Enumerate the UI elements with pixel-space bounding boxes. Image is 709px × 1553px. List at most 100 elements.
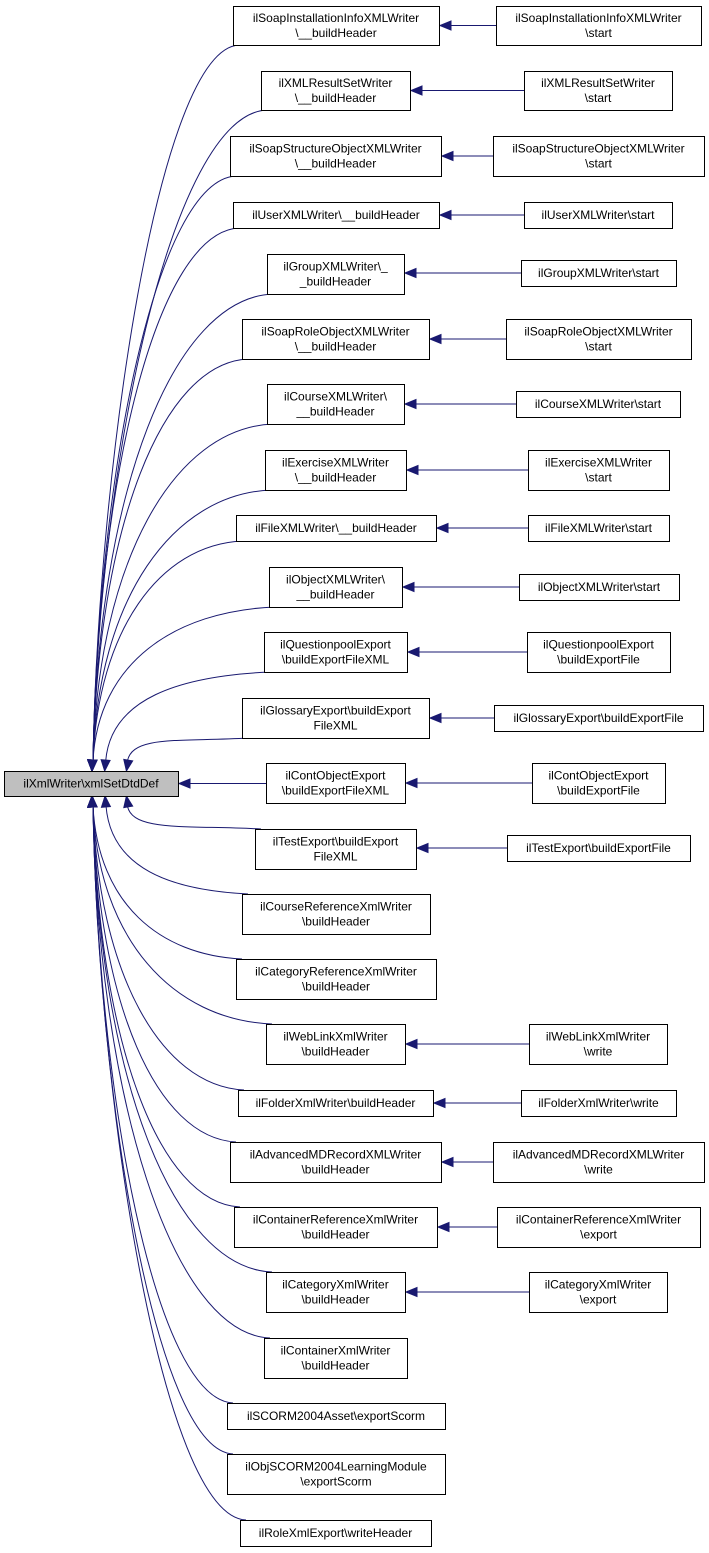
node-ilsoapstructureobjectxmlwriter-start[interactable]: ilSoapStructureObjectXMLWriter\start xyxy=(493,136,705,177)
edge-line xyxy=(92,805,271,1339)
node-box xyxy=(242,319,430,360)
node-label: \write xyxy=(584,1045,613,1059)
node-label: \buildExportFileXML xyxy=(282,653,390,667)
node-label: _buildHeader xyxy=(299,275,371,289)
edge-c13-to-root xyxy=(177,778,266,789)
node-ilcontobjectexport-buildexportfilexml[interactable]: ilContObjectExport\buildExportFileXML xyxy=(266,763,406,804)
node-ilquestionpoolexport-buildexportfile[interactable]: ilQuestionpoolExport\buildExportFile xyxy=(527,632,671,673)
node-iltestexport-buildexportfilexml[interactable]: ilTestExport\buildExportFileXML xyxy=(255,829,417,870)
node-ilcoursexmlwriter-start[interactable]: ilCourseXMLWriter\start xyxy=(516,391,681,418)
node-box xyxy=(494,705,704,732)
node-label: ilSoapRoleObjectXMLWriter xyxy=(524,325,672,339)
node-iluserxmlwriter-buildheader[interactable]: ilUserXMLWriter\__buildHeader xyxy=(233,202,440,229)
node-ilxmlresultsetwriter-buildheader[interactable]: ilXMLResultSetWriter\__buildHeader xyxy=(261,71,411,111)
edge-r21-to-c21 xyxy=(404,1286,529,1298)
node-ilsoapstructureobjectxmlwriter-buildheader[interactable]: ilSoapStructureObjectXMLWriter\__buildHe… xyxy=(230,136,442,177)
arrowhead-icon xyxy=(428,712,442,724)
edge-c16-to-root xyxy=(87,794,243,960)
node-label: __buildHeader xyxy=(295,588,374,602)
node-ilcontobjectexport-buildexportfile[interactable]: ilContObjectExport\buildExportFile xyxy=(532,763,666,804)
node-box xyxy=(264,1338,408,1379)
node-box xyxy=(230,136,442,177)
arrowhead-icon xyxy=(436,1221,450,1233)
node-ilxmlresultsetwriter-start[interactable]: ilXMLResultSetWriter\start xyxy=(524,71,673,111)
node-ilglossaryexport-buildexportfile[interactable]: ilGlossaryExport\buildExportFile xyxy=(494,705,704,732)
node-label: ilSoapRoleObjectXMLWriter xyxy=(261,325,409,339)
node-label: \__buildHeader xyxy=(295,340,376,354)
node-ilscorm2004asset-exportscorm[interactable]: ilSCORM2004Asset\exportScorm xyxy=(227,1403,446,1430)
node-label: \buildHeader xyxy=(301,1228,369,1242)
node-label: ilSCORM2004Asset\exportScorm xyxy=(247,1409,425,1423)
node-ilfolderxmlwriter-write[interactable]: ilFolderXmlWriter\write xyxy=(521,1090,677,1117)
node-ilexercisexmlwriter-start[interactable]: ilExerciseXMLWriter\start xyxy=(528,450,670,491)
edge-line xyxy=(92,805,273,1025)
node-ilobjectxmlwriter-buildheader[interactable]: ilObjectXMLWriter\__buildHeader xyxy=(269,567,403,608)
node-ilcategoryxmlwriter-buildheader[interactable]: ilCategoryXmlWriter\buildHeader xyxy=(266,1272,406,1313)
arrowhead-icon xyxy=(404,777,418,789)
edge-line xyxy=(105,671,271,762)
node-box xyxy=(267,254,405,295)
edge-r9-to-c9 xyxy=(435,522,528,534)
node-ilfilexmlwriter-start[interactable]: ilFileXMLWriter\start xyxy=(528,515,670,542)
node-ilcontainerxmlwriter-buildheader[interactable]: ilContainerXmlWriter\buildHeader xyxy=(264,1338,408,1379)
node-ilexercisexmlwriter-buildheader[interactable]: ilExerciseXMLWriter\__buildHeader xyxy=(265,450,407,491)
edge-c25-to-root xyxy=(86,794,247,1521)
arrowhead-icon xyxy=(440,150,454,162)
node-box xyxy=(532,763,666,804)
arrowhead-icon xyxy=(177,778,191,789)
node-label: ilContObjectExport xyxy=(548,769,649,783)
node-box xyxy=(507,835,691,862)
edge-line xyxy=(92,805,245,1091)
node-ilweblinkxmlwriter-write[interactable]: ilWebLinkXmlWriter\write xyxy=(529,1024,668,1065)
node-label: \__buildHeader xyxy=(295,471,376,485)
node-iltestexport-buildexportfile[interactable]: ilTestExport\buildExportFile xyxy=(507,835,691,862)
node-ilsoapinstallationinfoxmlwriter-start[interactable]: ilSoapInstallationInfoXMLWriter\start xyxy=(496,6,702,46)
node-ilrolexmlexport-writeheader[interactable]: ilRoleXmlExport\writeHeader xyxy=(240,1520,432,1547)
node-box xyxy=(265,450,407,491)
node-ilweblinkxmlwriter-buildheader[interactable]: ilWebLinkXmlWriter\buildHeader xyxy=(266,1024,406,1065)
node-label: \__buildHeader xyxy=(295,91,376,105)
node-ilcategoryxmlwriter-export[interactable]: ilCategoryXmlWriter\export xyxy=(529,1272,668,1313)
node-iladvancedmdrecordxmlwriter-buildheader[interactable]: ilAdvancedMDRecordXMLWriter\buildHeader xyxy=(230,1142,442,1183)
arrowhead-icon xyxy=(401,581,415,593)
node-ilcontainerreferencexmlwriter-export[interactable]: ilContainerReferenceXmlWriter\export xyxy=(497,1207,701,1248)
arrowhead-icon xyxy=(86,794,98,808)
node-ilcategoryreferencexmlwriter-buildheader[interactable]: ilCategoryReferenceXmlWriter\buildHeader xyxy=(236,959,437,1000)
node-label: \__buildHeader xyxy=(295,26,376,40)
arrowhead-icon xyxy=(438,209,452,221)
node-ilsoaproleobjectxmlwriter-buildheader[interactable]: ilSoapRoleObjectXMLWriter\__buildHeader xyxy=(242,319,430,360)
node-ilfolderxmlwriter-buildheader[interactable]: ilFolderXmlWriter\buildHeader xyxy=(238,1090,434,1117)
edges-layer xyxy=(86,20,532,1521)
node-ilquestionpoolexport-buildexportfilexml[interactable]: ilQuestionpoolExport\buildExportFileXML xyxy=(264,632,408,673)
node-iladvancedmdrecordxmlwriter-write[interactable]: ilAdvancedMDRecordXMLWriter\write xyxy=(493,1142,705,1183)
node-box xyxy=(527,632,671,673)
edge-r1-to-c1 xyxy=(438,20,496,31)
node-ilcoursexmlwriter-buildheader[interactable]: ilCourseXMLWriter\__buildHeader xyxy=(267,384,405,425)
node-ilsoapinstallationinfoxmlwriter-buildheader[interactable]: ilSoapInstallationInfoXMLWriter\__buildH… xyxy=(233,6,440,46)
node-ilcontainerreferencexmlwriter-buildheader[interactable]: ilContainerReferenceXmlWriter\buildHeade… xyxy=(234,1207,438,1248)
node-ilcoursereferencexmlwriter-buildheader[interactable]: ilCourseReferenceXmlWriter\buildHeader xyxy=(242,894,431,935)
node-iluserxmlwriter-start[interactable]: ilUserXMLWriter\start xyxy=(524,202,673,229)
node-ilsoaproleobjectxmlwriter-start[interactable]: ilSoapRoleObjectXMLWriter\start xyxy=(506,319,692,360)
node-ilobjscorm2004learningmodule-exportscorm[interactable]: ilObjSCORM2004LearningModule\exportScorm xyxy=(227,1454,446,1495)
node-ilglossaryexport-buildexportfilexml[interactable]: ilGlossaryExport\buildExportFileXML xyxy=(242,698,430,739)
edge-r20-to-c20 xyxy=(436,1221,497,1233)
node-box xyxy=(267,384,405,425)
edge-c9-to-root xyxy=(87,540,243,773)
node-box xyxy=(234,1207,438,1248)
node-ilobjectxmlwriter-start[interactable]: ilObjectXMLWriter\start xyxy=(519,574,680,601)
node-box xyxy=(493,136,705,177)
node-label: \buildExportFile xyxy=(557,784,640,798)
node-ilgroupxmlwriter-start[interactable]: ilGroupXMLWriter\start xyxy=(521,260,677,287)
node-ilfilexmlwriter-buildheader[interactable]: ilFileXMLWriter\__buildHeader xyxy=(236,515,437,542)
arrowhead-icon xyxy=(403,267,417,279)
root-node[interactable]: ilXmlWriter\xmlSetDtdDef xyxy=(4,771,179,797)
node-box xyxy=(242,698,430,739)
node-ilgroupxmlwriter-buildheader[interactable]: ilGroupXMLWriter\__buildHeader xyxy=(267,254,405,295)
node-label: ilRoleXmlExport\writeHeader xyxy=(259,1526,412,1540)
edge-r7-to-c7 xyxy=(403,398,516,410)
edge-c19-to-root xyxy=(87,794,237,1143)
node-label: ilFileXMLWriter\start xyxy=(545,521,653,535)
node-label: \buildHeader xyxy=(301,1293,369,1307)
node-label: FileXML xyxy=(313,719,357,733)
